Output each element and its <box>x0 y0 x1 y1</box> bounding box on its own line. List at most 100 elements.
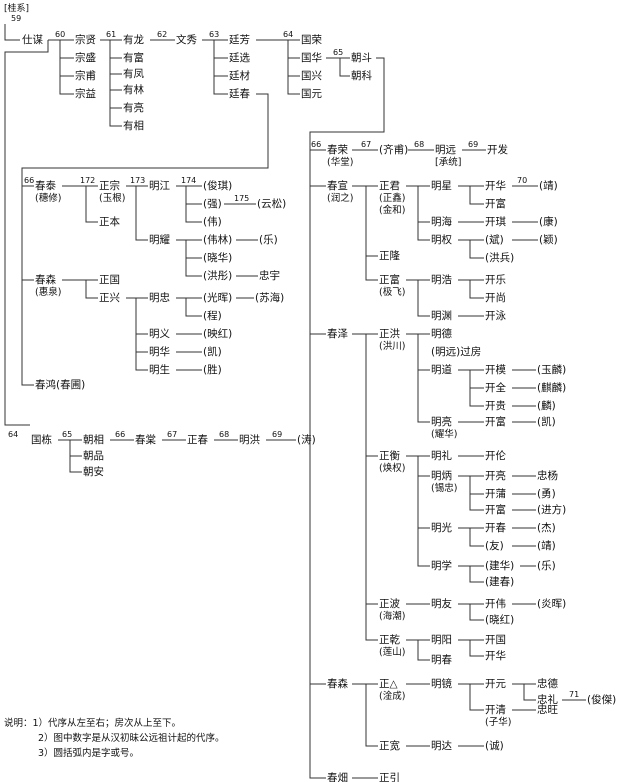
note-line: 3）圆括弧内是字或号。 <box>38 747 139 759</box>
person-zhengqian: 正乾 <box>379 633 400 646</box>
generation-number: 68 <box>219 430 229 439</box>
person-kai1: (凯) <box>203 345 222 358</box>
person-youlin: 有林 <box>123 83 144 96</box>
generation-number: 66 <box>311 140 321 149</box>
person-kaiyuan: 开元 <box>485 678 506 690</box>
person-yanhui: (炎晖) <box>537 598 566 610</box>
person-guodong: 国栋 <box>31 433 52 446</box>
person-chunrong: 春荣 <box>327 144 348 156</box>
person-zhongyu: 忠宇 <box>259 269 280 282</box>
person-mingyi: 明义 <box>149 328 170 340</box>
person-jing2: (靖) <box>537 539 556 552</box>
person-yong: (勇) <box>537 488 556 500</box>
person-yunsong: (云松) <box>257 197 286 210</box>
person-mingliang: 明亮 <box>431 415 452 428</box>
courtesy-name-zhengbo: (海潮) <box>379 610 405 622</box>
person-chunhong: 春鸿(春圃) <box>35 378 85 391</box>
courtesy-name-zhengzong: (玉根) <box>99 192 125 204</box>
person-cheng: (程) <box>203 310 222 322</box>
person-junjie: (俊傑) <box>587 693 616 706</box>
person-youfeng: 有凤 <box>123 67 144 80</box>
person-kaigui: 开贵 <box>485 399 506 412</box>
person-jianhua: (建华) <box>485 559 514 572</box>
person-kaifu1: 开富 <box>485 197 506 210</box>
person-you: (友) <box>485 539 504 552</box>
person-kaiqi: 开琪 <box>485 215 506 228</box>
person-youfu: 有富 <box>123 51 144 64</box>
person-kaiquan: 开全 <box>485 381 506 394</box>
person-ying1: (颖) <box>539 233 558 246</box>
courtesy-name-zhenghong: (洪川) <box>379 340 405 352</box>
generation-number: 63 <box>209 30 219 39</box>
person-jinfang: (进方) <box>537 503 566 516</box>
person-kaiguo: 开国 <box>485 634 506 646</box>
person-lin: (麟) <box>537 399 556 412</box>
person-mingxue: 明学 <box>431 559 452 572</box>
person-chaopin: 朝品 <box>83 450 104 462</box>
person-kaifa: 开发 <box>487 143 508 156</box>
person-mingde: 明德 <box>431 327 452 340</box>
person-kang: (康) <box>539 215 558 228</box>
generation-number: 64 <box>8 430 18 439</box>
person-tingcai: 廷材 <box>229 69 250 82</box>
person-jie: (杰) <box>537 522 556 534</box>
person-zhengheng: 正衡 <box>379 450 400 462</box>
courtesy-name-zhengfu: (极飞) <box>379 286 405 298</box>
person-zhengyin: 正引 <box>379 771 400 782</box>
person-tingchun: 廷春 <box>229 88 250 100</box>
person-mingyang: 明阳 <box>431 634 452 646</box>
person-chuntai: 春泰 <box>35 179 56 192</box>
generation-number: 69 <box>468 140 478 149</box>
person-zhengjun: 正君 <box>379 180 400 192</box>
person-guanghui: (光晖) <box>203 291 232 304</box>
person-zhongyang: 忠杨 <box>537 469 558 482</box>
generation-number: 64 <box>283 30 293 39</box>
person-mingyuan: 明远 <box>435 144 456 156</box>
person-mingjing: 明镜 <box>431 677 452 690</box>
person-mingbing: 明炳 <box>431 469 452 482</box>
person-cheng2: (诚) <box>485 740 504 752</box>
person-kaiyong: 开泳 <box>485 309 506 322</box>
person-chaodou: 朝斗 <box>351 52 372 64</box>
person-mingzhong: 明忠 <box>149 292 170 304</box>
note-line: 2）图中数字是从汉初昧公远祖计起的代序。 <box>38 732 225 744</box>
person-tingfang: 廷芳 <box>229 33 250 46</box>
generation-number: 61 <box>106 30 116 39</box>
person-kaichun: 开春 <box>485 522 506 534</box>
person-wenxiu: 文秀 <box>176 33 197 46</box>
person-mingyuan2: 明渊 <box>431 310 452 322</box>
courtesy-name-zhengdelta: (淦成) <box>379 690 405 702</box>
person-zhenghong: 正洪 <box>379 328 400 340</box>
person-kaihua1: 开华 <box>485 179 506 192</box>
generation-number: 66 <box>115 430 125 439</box>
courtesy-name-mingliang: (耀华) <box>431 428 457 440</box>
person-kaiqing: 开清 <box>485 703 506 716</box>
person-tingxuan: 廷选 <box>229 51 250 64</box>
people-layer: 宗贤宗盛宗甫宗益有龙有富有凤有林有亮有相文秀廷芳廷选廷材廷春国荣国华国兴国元朝斗… <box>31 33 616 782</box>
person-zongfu: 宗甫 <box>75 69 96 82</box>
person-zhenglong: 正隆 <box>379 249 400 262</box>
person-kaifu2: 开富 <box>485 415 506 428</box>
generation-number: 173 <box>130 176 145 185</box>
person-mingyuanguo: (明远)过房 <box>431 345 481 358</box>
person-guoxing: 国兴 <box>301 70 322 82</box>
person-zhengben: 正本 <box>99 215 120 228</box>
courtesy-name-mingbing: (锡忠) <box>431 482 457 494</box>
person-mingyou: 明友 <box>431 597 452 610</box>
person-chaoan: 朝安 <box>83 465 104 478</box>
person-suhai: (苏海) <box>255 291 284 304</box>
generation-number: 59 <box>11 14 21 23</box>
person-kailiang: 开亮 <box>485 469 506 482</box>
person-minghao: 明浩 <box>431 274 452 286</box>
courtesy-name-zhengjun: (正鑫) <box>379 192 405 204</box>
person-zhengxing: 正兴 <box>99 292 120 304</box>
person-minghong: 明洪 <box>239 434 260 446</box>
person-xiaohong: (晓红) <box>485 613 514 626</box>
generation-number: 66 <box>24 176 34 185</box>
person-hongbing: (洪兵) <box>485 251 514 264</box>
person-yulin: (玉麟) <box>537 363 566 376</box>
person-mingquan: 明权 <box>431 233 452 246</box>
generation-number: 65 <box>62 430 72 439</box>
person-mingsheng: 明生 <box>149 363 170 376</box>
